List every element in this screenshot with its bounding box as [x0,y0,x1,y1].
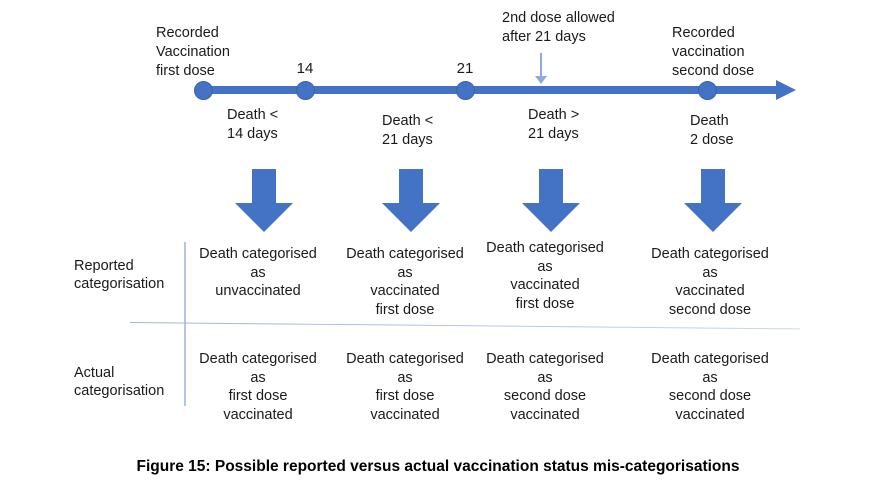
flow-down-arrow-icon-3 [520,169,582,233]
cell-actual-2-line1: Death categorised [346,351,464,367]
cell-reported-3-line1: Death categorised [486,240,604,256]
cell-reported-1: Death categorised as unvaccinated [178,245,338,301]
timeline-label-first-dose: Recorded Vaccination first dose [156,24,276,81]
cell-reported-1-line3: unvaccinated [215,283,301,299]
timeline-label-second-dose-line1: Recorded [672,25,735,41]
cell-actual-3-line1: Death categorised [486,351,604,367]
cell-actual-2: Death categorised as first dose vaccinat… [325,350,485,424]
cell-actual-1-line3: first dose [228,388,288,404]
timeline-interval-1-line2: 14 days [227,126,278,142]
cell-reported-2-line4: first dose [375,301,435,318]
cell-reported-4-line4: second dose [668,301,752,318]
timeline-arrowhead-icon [776,80,796,100]
timeline-dot-first-dose[interactable] [194,81,213,100]
timeline-interval-3-line2: 21 days [528,126,579,142]
cell-reported-2-line2: as [397,264,413,281]
timeline-dot-day-14[interactable] [296,81,315,100]
timeline-interval-label-4: Death 2 dose [690,112,800,150]
row-label-reported-line1: Reported [74,258,134,274]
row-label-actual: Actual categorisation [74,364,204,400]
timeline-interval-2-line2: 21 days [382,132,433,148]
cell-reported-4-line1: Death categorised [651,246,769,262]
flow-down-arrow-icon-1 [233,169,295,233]
cell-reported-3-line2: as [537,258,553,275]
cell-reported-2-line1: Death categorised [346,246,464,262]
cell-reported-4: Death categorised as vaccinated second d… [630,245,790,319]
cell-reported-3: Death categorised as vaccinated first do… [465,239,625,313]
timeline-dot-second-dose[interactable] [698,81,717,100]
timeline-label-second-dose-line2: vaccination [672,44,745,60]
cell-actual-4-line4: vaccinated [675,406,745,423]
table-horizontal-divider [129,322,800,330]
timeline-annotation-2nd-dose-allowed: 2nd dose allowed after 21 days [502,9,662,47]
timeline-tick-label-21: 21 [456,60,474,77]
figure-caption: Figure 15: Possible reported versus actu… [136,458,740,475]
row-label-reported-line2: categorisation [74,276,165,292]
timeline-label-first-dose-line1: Recorded [156,25,219,41]
timeline-dot-day-21[interactable] [456,81,475,100]
row-label-actual-line2: categorisation [74,383,165,399]
cell-actual-3-line4: vaccinated [510,406,580,423]
cell-actual-4: Death categorised as second dose vaccina… [630,350,790,424]
cell-reported-1-line1: Death categorised [199,246,317,262]
timeline-annotation-line1: 2nd dose allowed [502,10,615,26]
cell-reported-2: Death categorised as vaccinated first do… [325,245,485,319]
cell-actual-4-line3: second dose [668,388,752,404]
cell-actual-2-line4: vaccinated [370,406,440,423]
cell-actual-3-line3: second dose [503,388,587,404]
flow-down-arrow-icon-2 [380,169,442,233]
cell-reported-4-line2: as [702,264,718,281]
cell-actual-4-line2: as [702,369,718,386]
timeline-tick-label-14: 14 [296,60,314,77]
cell-actual-2-line3: first dose [375,388,435,404]
timeline-label-first-dose-line2: Vaccination [156,44,230,60]
timeline-label-second-dose-line3: second dose [672,63,755,79]
row-label-reported: Reported categorisation [74,257,204,293]
timeline-axis [203,86,783,94]
flow-down-arrow-icon-4 [682,169,744,233]
cell-reported-3-line4: first dose [515,295,575,312]
cell-actual-3: Death categorised as second dose vaccina… [465,350,625,424]
row-label-actual-line1: Actual [74,365,115,381]
cell-actual-1-line4: vaccinated [223,406,293,423]
annotation-pointer-down-arrow-icon [535,76,547,84]
cell-actual-1-line1: Death categorised [199,351,317,367]
timeline-interval-2-line1: Death < [382,113,434,129]
cell-actual-1: Death categorised as first dose vaccinat… [178,350,338,424]
table-vertical-divider [184,242,186,406]
cell-actual-3-line2: as [537,369,553,386]
cell-actual-2-line2: as [397,369,413,386]
timeline-interval-label-3: Death > 21 days [528,106,638,144]
timeline-interval-label-1: Death < 14 days [227,106,337,144]
timeline-interval-label-2: Death < 21 days [382,112,492,150]
annotation-pointer-stem [540,53,542,78]
cell-actual-4-line1: Death categorised [651,351,769,367]
timeline-label-second-dose: Recorded vaccination second dose [672,24,802,81]
timeline-label-first-dose-line3: first dose [156,63,215,79]
timeline-interval-4-line2: 2 dose [690,132,734,148]
timeline-annotation-line2: after 21 days [502,29,586,45]
cell-reported-4-line3: vaccinated [675,283,745,299]
cell-reported-3-line3: vaccinated [510,277,580,293]
cell-reported-1-line2: as [250,264,266,281]
cell-reported-2-line3: vaccinated [370,283,440,299]
cell-actual-1-line2: as [250,369,266,386]
timeline-interval-3-line1: Death > [528,107,580,123]
timeline-interval-1-line1: Death < [227,107,279,123]
timeline-interval-4-line1: Death [690,113,729,129]
